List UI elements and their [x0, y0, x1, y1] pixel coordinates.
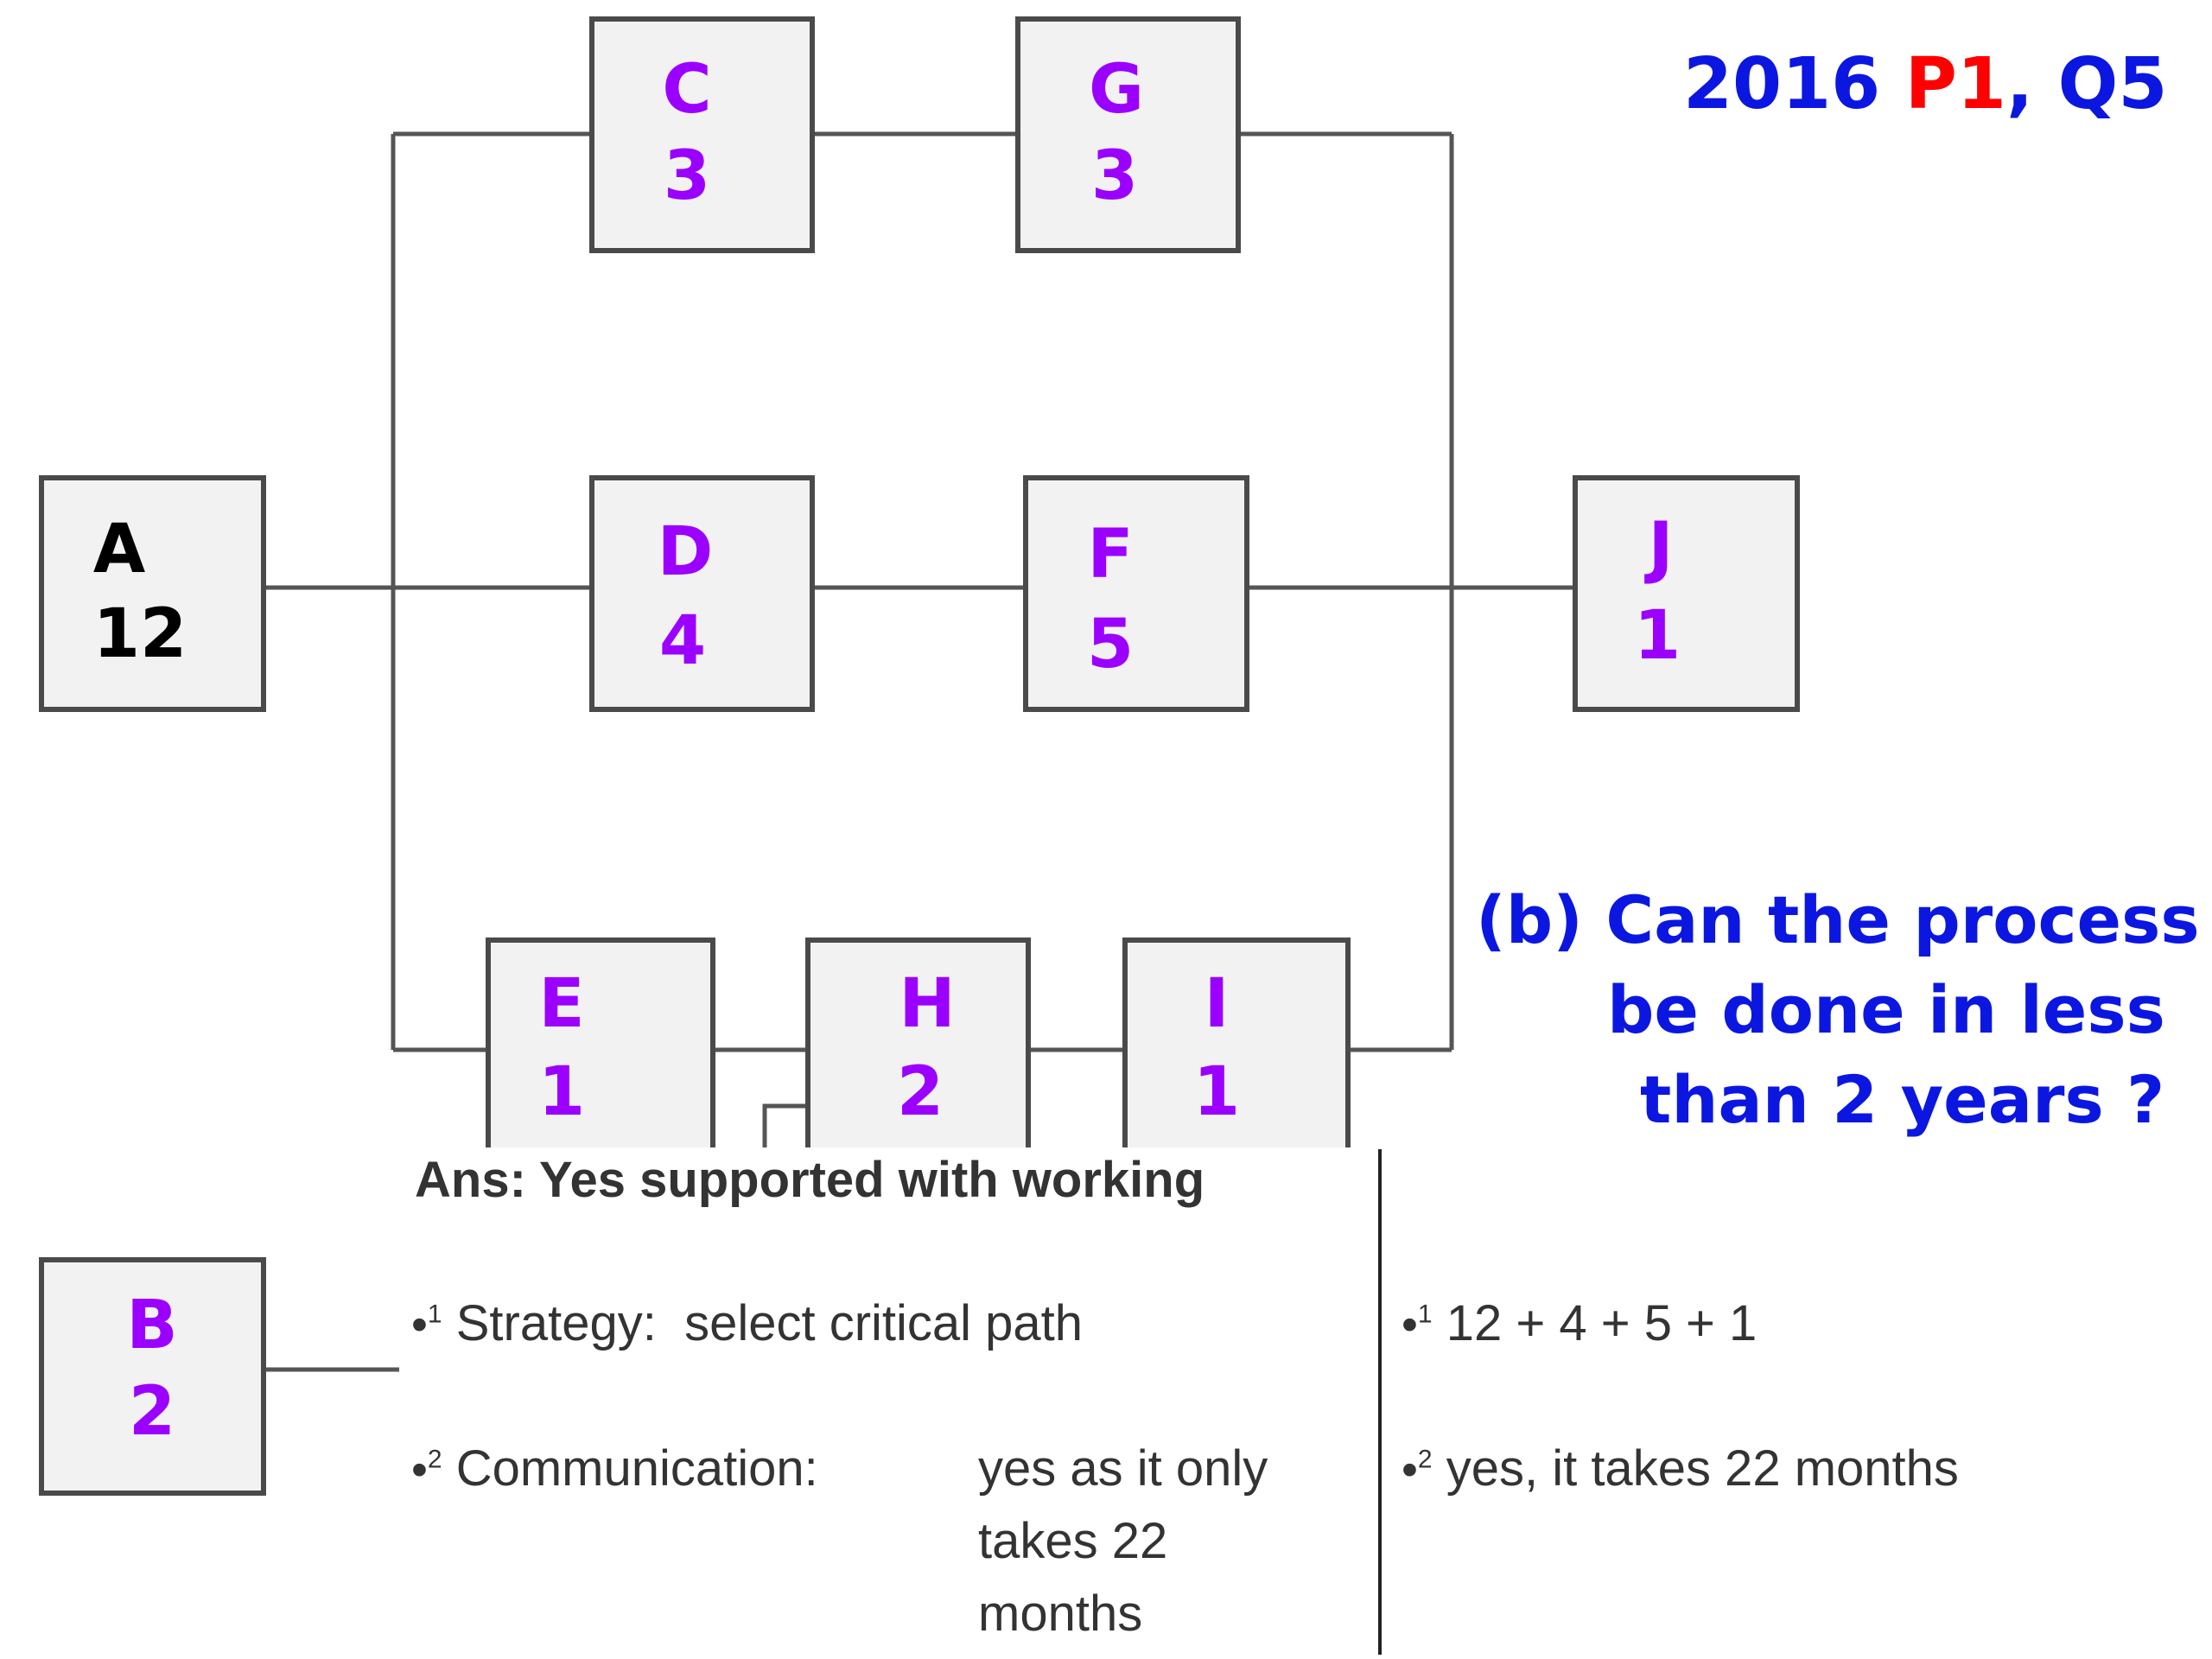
node-b: B 2: [39, 1257, 266, 1496]
reference-separator: ,: [2005, 43, 2034, 125]
node-b-label: B: [126, 1287, 177, 1364]
edge-b-h: [762, 1103, 808, 1147]
node-i-duration: 1: [1193, 1053, 1240, 1131]
node-h-label: H: [899, 965, 955, 1043]
communication-number: 2: [427, 1445, 442, 1474]
answer-heading-text: Ans: Yes supported with working: [415, 1152, 1205, 1208]
working-number: 1: [1417, 1300, 1433, 1329]
paper-code: P1: [1904, 43, 2006, 125]
node-c-label: C: [662, 51, 711, 129]
node-a-box: [39, 475, 266, 712]
answer-column-divider: [1378, 1149, 1382, 1655]
node-h-duration: 2: [897, 1053, 944, 1131]
working-row: •1 12 + 4 + 5 + 1: [1402, 1294, 1757, 1352]
strategy-number: 1: [427, 1300, 442, 1329]
communication-line-3: months: [978, 1586, 1143, 1642]
communication-bullet: •: [411, 1444, 428, 1496]
node-d: D 4: [589, 475, 815, 712]
node-e-label: E: [538, 965, 584, 1043]
node-b-box: [39, 1257, 266, 1496]
node-i-label: I: [1204, 965, 1229, 1043]
node-g-box: [1015, 16, 1241, 253]
communication-line-2: takes 22: [978, 1513, 1168, 1569]
connector-lines: [264, 131, 1575, 1372]
node-a: A 12: [39, 475, 266, 712]
strategy-bullet: •: [411, 1299, 428, 1351]
exam-year: 2016: [1683, 43, 1881, 125]
node-j: J 1: [1573, 475, 1800, 712]
node-g: G 3: [1015, 16, 1241, 253]
question-reference: 2016 P1, Q5: [1683, 43, 2167, 125]
node-a-duration: 12: [93, 595, 188, 673]
node-d-duration: 4: [659, 602, 706, 680]
node-j-box: [1573, 475, 1800, 712]
node-c-box: [589, 16, 815, 253]
node-f-label: F: [1087, 516, 1133, 594]
communication-line-1: yes as it only: [978, 1440, 1268, 1497]
conclusion-text: yes, it takes 22 months: [1446, 1440, 1959, 1497]
strategy-text: select critical path: [684, 1295, 1084, 1351]
question-number: Q5: [2057, 43, 2168, 125]
conclusion-bullet: •: [1402, 1444, 1418, 1496]
working-text: 12 + 4 + 5 + 1: [1446, 1295, 1758, 1351]
node-f: F 5: [1023, 475, 1249, 712]
node-d-box: [589, 475, 815, 712]
communication-row: •2 Communication:: [411, 1440, 818, 1497]
answer-heading: Ans: Yes supported with working: [415, 1151, 1205, 1209]
node-f-duration: 5: [1087, 606, 1134, 683]
node-b-duration: 2: [129, 1373, 175, 1451]
node-g-duration: 3: [1091, 137, 1138, 215]
question-line-2: be done in less: [1607, 971, 2165, 1048]
communication-label: Communication:: [455, 1440, 818, 1497]
conclusion-number: 2: [1417, 1445, 1433, 1474]
strategy-label: Strategy:: [455, 1295, 657, 1351]
node-j-duration: 1: [1634, 597, 1681, 675]
node-a-label: A: [93, 511, 145, 588]
node-f-box: [1023, 475, 1249, 712]
working-bullet: •: [1402, 1299, 1418, 1351]
node-e-duration: 1: [538, 1053, 585, 1131]
conclusion-row: •2 yes, it takes 22 months: [1402, 1440, 1959, 1497]
node-c-duration: 3: [664, 137, 710, 215]
node-d-label: D: [658, 513, 714, 591]
marking-scheme-panel: Ans: Yes supported with working •1 Strat…: [399, 1147, 2171, 1659]
node-j-label: J: [1643, 509, 1673, 587]
question-line-1: (b) Can the process: [1476, 881, 2200, 958]
question-line-3: than 2 years ?: [1640, 1061, 2165, 1138]
node-c: C 3: [589, 16, 815, 253]
strategy-row: •1 Strategy: select critical path: [411, 1294, 1083, 1352]
node-g-label: G: [1089, 51, 1144, 129]
